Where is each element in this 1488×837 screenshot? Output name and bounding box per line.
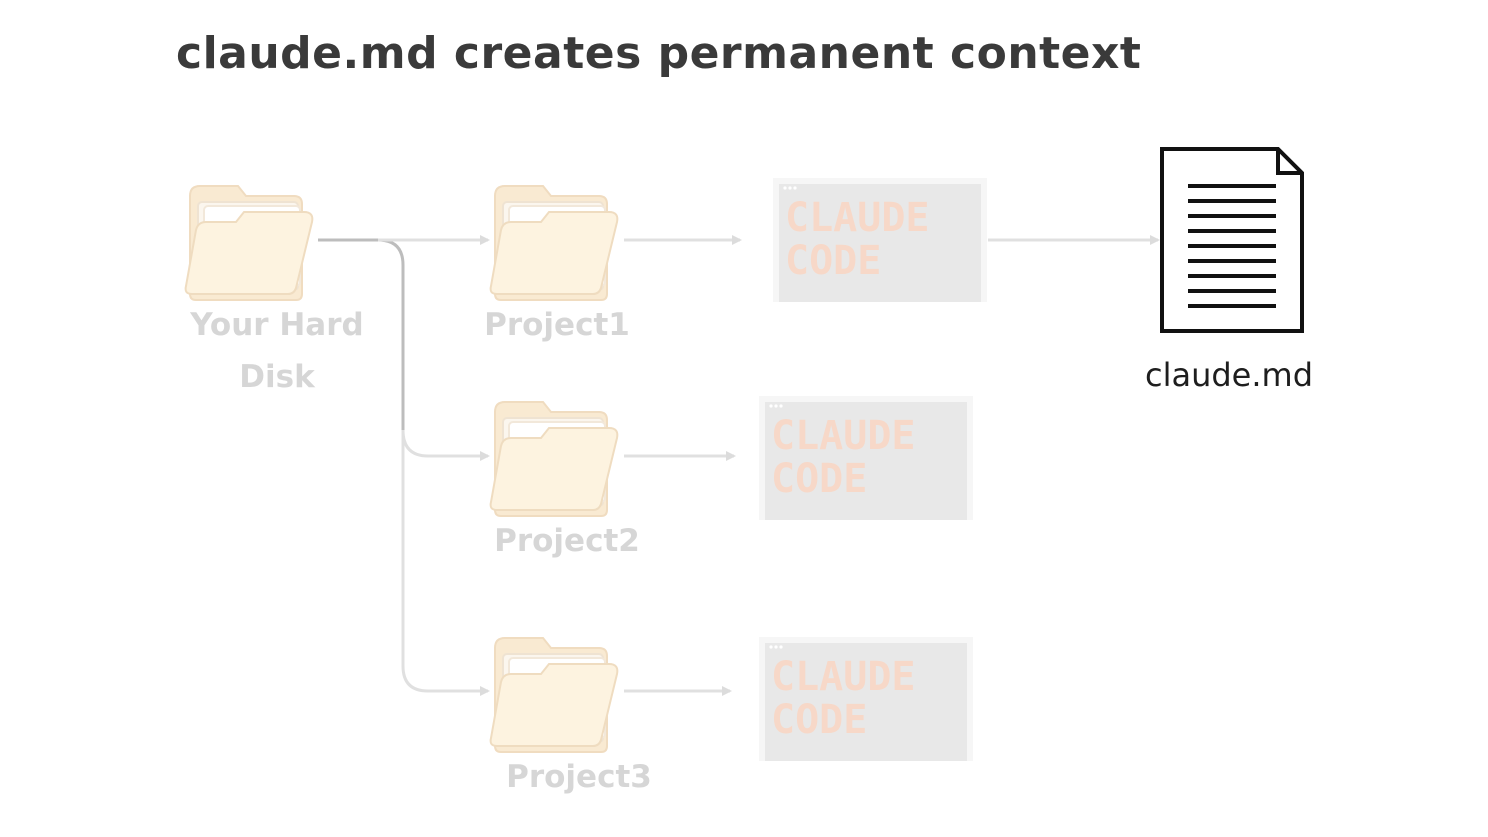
slide-title: claude.md creates permanent context: [176, 28, 1142, 79]
project1-label: Project1: [484, 307, 630, 343]
project3-node: Project3: [489, 637, 652, 795]
connector-root-project2: [401, 429, 490, 461]
hard-disk-node: Your Hard Disk: [184, 185, 364, 395]
project2-label: Project2: [494, 523, 640, 559]
document-icon: [1160, 147, 1304, 333]
claude-code-terminal-2: CLAUDE CODE: [759, 396, 973, 520]
claude-code-terminal-3: CLAUDE CODE: [759, 637, 973, 761]
folder-icon: [184, 185, 314, 301]
hard-disk-label-line2: Disk: [239, 359, 316, 395]
project1-node: Project1: [484, 185, 630, 343]
folder-icon: [489, 401, 619, 517]
project3-label: Project3: [506, 759, 652, 795]
claude-code-terminal-1: CLAUDE CODE: [773, 178, 987, 302]
claude-md-label: claude.md: [1145, 356, 1313, 394]
terminal-3-line2: CODE: [771, 697, 867, 743]
connector-root-project3: [401, 430, 490, 696]
claude-md-document: claude.md: [1145, 147, 1313, 394]
terminal-1-line2: CODE: [785, 238, 881, 284]
terminal-2-line1: CLAUDE: [771, 413, 916, 459]
terminal-3-line1: CLAUDE: [771, 654, 916, 700]
terminal-2-line2: CODE: [771, 456, 867, 502]
project2-node: Project2: [489, 401, 640, 559]
terminal-1-line1: CLAUDE: [785, 195, 930, 241]
folder-icon: [489, 185, 619, 301]
hard-disk-label-line1: Your Hard: [189, 307, 363, 343]
folder-icon: [489, 637, 619, 753]
